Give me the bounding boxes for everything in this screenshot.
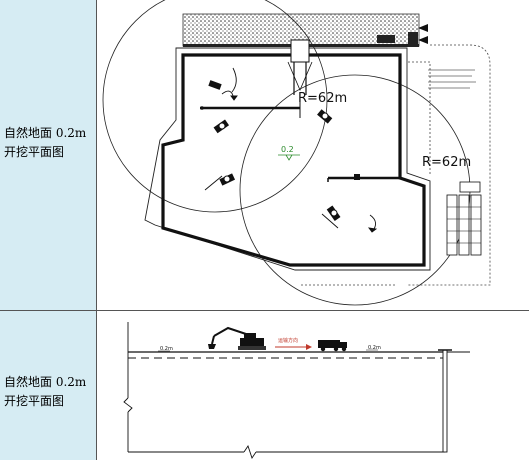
section-level-left: 0.2m xyxy=(160,346,173,352)
movement-arrows xyxy=(204,67,378,233)
site-fence xyxy=(300,44,491,286)
row1-label-line2: 开挖平面图 xyxy=(4,145,65,159)
section-level-right: 0.2m xyxy=(368,345,381,351)
excavator-side-view xyxy=(208,326,266,350)
retaining-wall xyxy=(442,349,448,453)
row1-label-cell: 自然地面 0.2m 开挖平面图 xyxy=(0,0,96,310)
site-fence-inner xyxy=(408,61,431,175)
row2-label-line1: 自然地面 0.2m xyxy=(4,375,87,389)
road-arrows xyxy=(418,24,428,44)
ramp-chevron xyxy=(287,61,313,92)
excavator-symbol xyxy=(219,173,236,186)
outer-boundary xyxy=(144,47,431,271)
notes-block xyxy=(428,69,476,89)
excavator-symbol xyxy=(317,109,333,124)
break-symbol xyxy=(243,444,257,460)
row2-label-line2: 开挖平面图 xyxy=(4,394,65,408)
row-divider xyxy=(0,310,529,311)
excavator-symbol xyxy=(213,119,230,134)
radius-label-1: R=62m xyxy=(298,91,347,106)
pit-outline xyxy=(161,53,426,267)
crane-radius-circle-1 xyxy=(102,0,328,213)
elevation-triangle xyxy=(285,154,293,161)
beam-end xyxy=(200,106,204,110)
crane-radius-circle-2 xyxy=(239,74,471,306)
row2-label-cell: 自然地面 0.2m 开挖平面图 xyxy=(0,311,96,460)
road-marker xyxy=(377,35,395,43)
parking-row xyxy=(446,181,482,256)
column-divider xyxy=(96,0,97,460)
radius-label-2: R=62m xyxy=(422,155,471,170)
break-symbol xyxy=(123,397,133,413)
row1-label-line1: 自然地面 0.2m xyxy=(4,126,87,140)
excavation-section: 0.2m 0.2m 运输方向 xyxy=(123,322,470,460)
excavator-symbol xyxy=(326,205,341,222)
excavator-symbol xyxy=(208,80,222,90)
transport-arrow-label: 运输方向 xyxy=(278,337,298,344)
road-marker xyxy=(408,32,418,44)
gate-structure xyxy=(290,39,310,63)
transport-arrow-head xyxy=(306,344,312,350)
dump-truck-side-view xyxy=(318,340,347,352)
elevation-mark: 0.2 xyxy=(281,145,294,154)
excavation-plan: R=62m R=62m 0.2 xyxy=(102,0,491,306)
equipment-marker xyxy=(354,174,360,180)
